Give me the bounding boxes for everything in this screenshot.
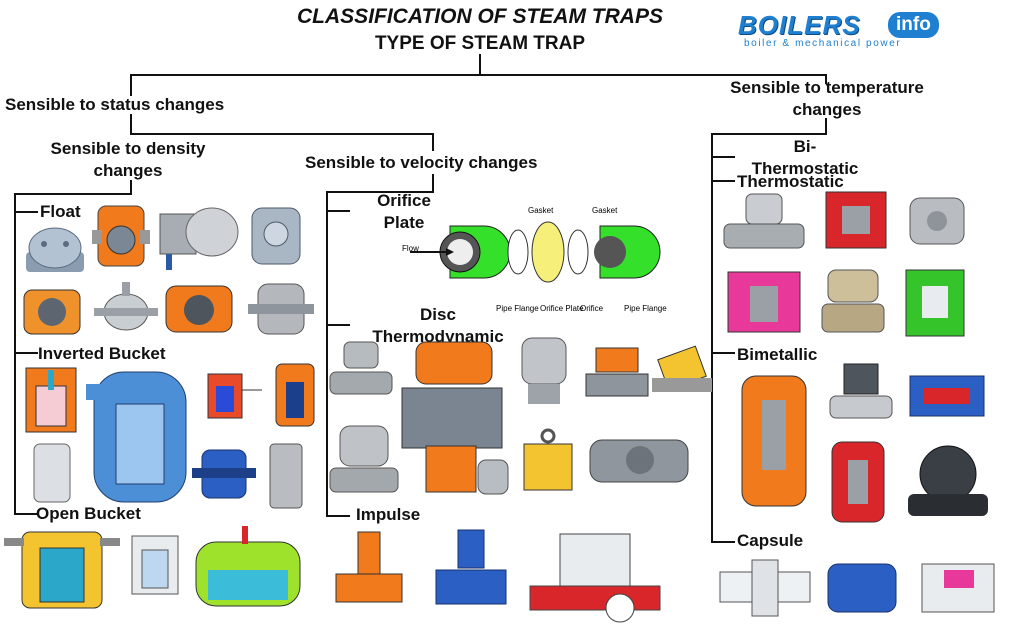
- connector: [432, 133, 434, 151]
- connector: [711, 133, 827, 135]
- orifice-label-gasket-left: Gasket: [528, 206, 554, 215]
- connector: [711, 180, 735, 182]
- disc-trap-steel: [329, 425, 399, 493]
- connector: [479, 54, 481, 76]
- disc-trap-section: [585, 347, 649, 397]
- bimetallic-trap-blue: [909, 375, 985, 417]
- capsule-trap-pink: [921, 563, 995, 613]
- type-bimetallic: Bimetallic: [737, 345, 818, 364]
- bimetallic-trap-cutaway: [741, 375, 807, 507]
- float-trap-cast: [248, 283, 314, 335]
- disc-trap-angled: [652, 345, 712, 392]
- type-inverted-bucket: Inverted Bucket: [38, 344, 166, 363]
- float-trap-orange: [165, 285, 233, 333]
- connector: [130, 133, 434, 135]
- connector: [14, 513, 38, 515]
- inverted-bucket-cutaway: [86, 371, 187, 503]
- orifice-plate-diagram: [410, 221, 661, 283]
- thermostatic-trap-inline: [909, 197, 965, 245]
- logo-tagline: boiler & mechanical power: [744, 38, 902, 49]
- inverted-bucket-schematic: [25, 367, 77, 433]
- connector: [14, 211, 38, 213]
- disc-trap-photo: [329, 341, 393, 395]
- thermostatic-trap-green: [905, 269, 965, 337]
- type-capsule: Capsule: [737, 531, 804, 550]
- thermostatic-trap-brass: [821, 269, 885, 333]
- inverted-bucket-operation: [207, 373, 262, 419]
- disc-trap-cutaway: [401, 341, 503, 493]
- connector: [130, 114, 132, 134]
- impulse-trap-blue: [435, 529, 507, 605]
- brand-logo: BOILERS info boiler & mechanical power: [738, 10, 964, 52]
- bimetallic-trap-red: [831, 441, 885, 523]
- impulse-trap-diagram: [529, 533, 661, 623]
- connector: [326, 515, 350, 517]
- connector: [825, 118, 827, 135]
- page-subtitle: TYPE OF STEAM TRAP: [374, 33, 586, 54]
- disc-trap-cap: [521, 337, 567, 404]
- type-orifice-plate: Orifice Plate: [377, 191, 431, 232]
- float-trap-photo: [26, 227, 84, 272]
- connector: [14, 352, 38, 354]
- connector: [711, 352, 735, 354]
- open-bucket-green: [195, 526, 301, 607]
- open-bucket-schematic: [131, 535, 179, 595]
- branch-status: Sensible to status changes: [5, 95, 225, 114]
- type-bi-thermostatic: Bi-Thermostatic: [751, 137, 859, 178]
- branch-temperature: Sensible to temperature changes: [730, 78, 924, 119]
- float-trap-body: [251, 207, 301, 265]
- bimetallic-trap-photo: [829, 363, 893, 419]
- float-trap-section: [23, 289, 81, 335]
- orifice-label-gasket-right: Gasket: [592, 206, 618, 215]
- branch-density: Sensible to density changes: [50, 139, 206, 180]
- connector: [432, 174, 434, 192]
- disc-trap-gray: [589, 439, 689, 483]
- capsule-trap-outline: [719, 559, 811, 617]
- float-trap-angle: [94, 282, 158, 331]
- connector: [14, 193, 16, 515]
- connector: [326, 210, 350, 212]
- connector: [711, 156, 735, 158]
- type-float: Float: [40, 202, 81, 221]
- connector: [326, 191, 328, 517]
- inverted-bucket-blue: [192, 449, 256, 499]
- connector: [326, 324, 350, 326]
- orifice-label-pipe-flange-left: Pipe Flange: [496, 304, 539, 313]
- branch-velocity: Sensible to velocity changes: [305, 153, 538, 172]
- orifice-label-flow: Flow: [402, 244, 419, 253]
- capsule-trap-blue: [827, 563, 897, 613]
- inverted-bucket-steel: [269, 443, 303, 509]
- bimetallic-trap-black: [908, 445, 988, 516]
- open-bucket-diagram: [4, 531, 120, 609]
- connector: [14, 193, 132, 195]
- thermostatic-trap-steel: [723, 193, 805, 249]
- orifice-label-orifice: Orifice: [580, 304, 604, 313]
- disc-trap-yellow: [523, 428, 573, 491]
- inverted-bucket-stainless: [33, 443, 71, 503]
- connector: [711, 133, 713, 543]
- type-impulse: Impulse: [356, 505, 421, 524]
- type-open-bucket: Open Bucket: [36, 504, 141, 523]
- orifice-label-pipe-flange-right: Pipe Flange: [624, 304, 667, 313]
- connector: [130, 180, 132, 194]
- connector: [130, 74, 827, 76]
- disc-trap-small: [477, 459, 509, 495]
- connector: [825, 74, 827, 84]
- orifice-label-orifice-plate: Orifice Plate: [540, 304, 584, 313]
- float-trap-horizontal: [159, 207, 239, 270]
- logo-wordmark: BOILERS: [738, 10, 861, 40]
- connector: [711, 541, 735, 543]
- impulse-trap-section: [335, 531, 403, 603]
- float-trap-cutaway: [92, 205, 150, 267]
- connector: [326, 191, 434, 193]
- thermostatic-trap-red: [825, 191, 887, 249]
- page-title: CLASSIFICATION OF STEAM TRAPS: [297, 5, 663, 28]
- logo-badge: info: [888, 12, 939, 38]
- inverted-bucket-section: [275, 363, 315, 427]
- thermostatic-trap-pink: [727, 271, 801, 333]
- type-thermostatic: Thermostatic: [737, 172, 844, 191]
- type-disc-thermodynamic: Disc Thermodynamic: [372, 305, 504, 346]
- connector: [130, 74, 132, 96]
